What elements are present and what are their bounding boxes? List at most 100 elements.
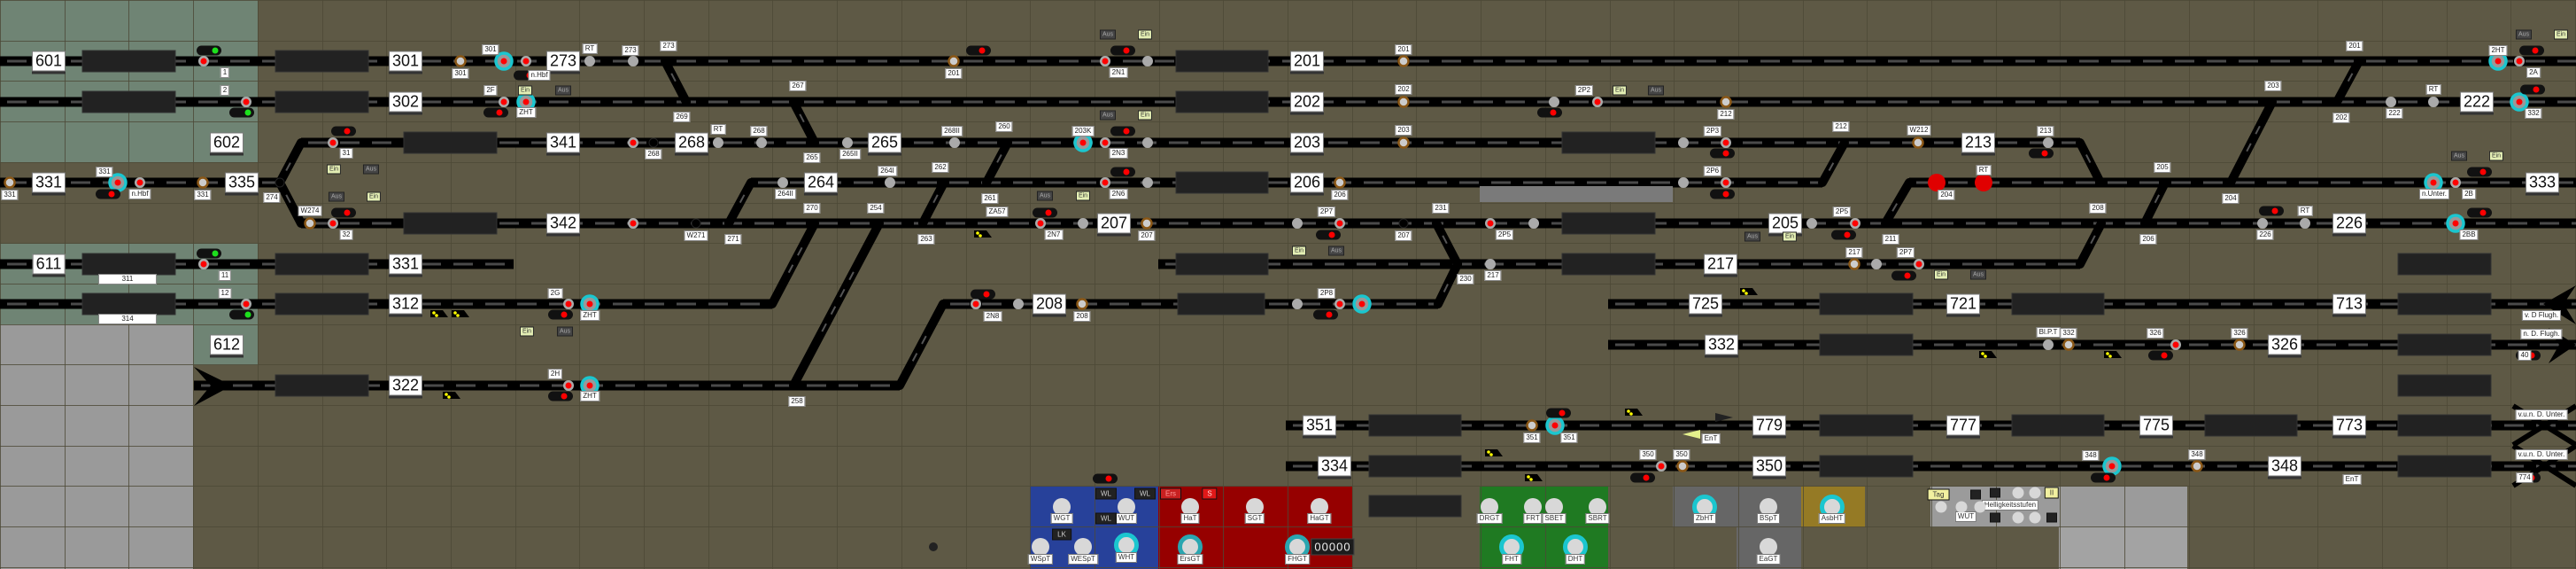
stop-signal-icon[interactable] (1975, 174, 1992, 191)
element-label[interactable]: 331 (96, 167, 113, 177)
signal-icon[interactable] (1549, 97, 1559, 107)
shunt-signal-icon[interactable] (548, 309, 573, 320)
element-label[interactable]: 217 (1845, 247, 1863, 258)
distant-signal-icon[interactable] (197, 176, 209, 189)
signal-icon[interactable] (2428, 97, 2439, 107)
distant-signal-icon[interactable] (4, 176, 16, 189)
brightness-button[interactable] (2029, 511, 2041, 524)
element-label[interactable]: EnT (1701, 433, 1721, 444)
element-label[interactable]: 2H (547, 369, 563, 379)
element-label[interactable]: n.Hbf (528, 70, 551, 81)
distant-signal-icon[interactable] (1397, 136, 1410, 149)
distant-signal-icon[interactable] (454, 55, 467, 67)
stop-signal-icon[interactable] (1928, 174, 1946, 191)
element-label[interactable]: v.u.n. D. Unter. (2515, 409, 2568, 420)
element-label[interactable]: 2A (2526, 67, 2541, 78)
track-number-label[interactable]: 602 (209, 132, 244, 153)
panel-button[interactable] (1074, 538, 1092, 556)
track-number-label[interactable]: 334 (1317, 456, 1352, 477)
element-label[interactable]: 2P8 (1317, 288, 1336, 299)
element-label[interactable]: 262 (932, 162, 949, 173)
element-label[interactable]: 203 (2264, 81, 2282, 91)
signal-icon[interactable] (949, 137, 960, 148)
element-label[interactable]: 270 (803, 203, 821, 214)
shunt-signal-icon[interactable] (2467, 167, 2492, 177)
signal-icon[interactable] (628, 56, 638, 66)
element-label[interactable]: 230 (1457, 274, 1474, 284)
panel-button[interactable] (1481, 498, 1498, 516)
track-number-label[interactable]: 611 (32, 253, 66, 275)
shunt-signal-icon[interactable] (1630, 472, 1655, 483)
element-label[interactable]: 213 (2037, 126, 2054, 136)
track-number-label[interactable]: 773 (2332, 415, 2367, 436)
shunt-signal-icon[interactable] (2520, 84, 2545, 95)
panel-tag[interactable]: Tag (1927, 488, 1950, 501)
element-label[interactable]: 332 (2525, 108, 2542, 119)
aus-toggle[interactable]: Aus (362, 164, 380, 175)
shunt-signal-icon[interactable] (2519, 45, 2544, 56)
panel-button[interactable] (1053, 498, 1071, 516)
element-label[interactable]: 231 (1432, 203, 1450, 214)
track-number-label[interactable]: 208 (1032, 293, 1067, 315)
distant-signal-icon[interactable] (1912, 136, 1924, 149)
element-label[interactable]: 331 (1, 190, 19, 200)
track-number-label[interactable]: 331 (31, 172, 66, 193)
element-label[interactable]: W274 (298, 206, 322, 216)
track-number-label[interactable]: 312 (388, 293, 423, 315)
aus-toggle[interactable]: Aus (2515, 29, 2533, 40)
element-label[interactable]: 11 (218, 270, 232, 281)
brightness-button[interactable] (2012, 487, 2024, 499)
element-label[interactable]: 2P5 (1495, 230, 1514, 240)
track-number-label[interactable]: 202 (1289, 91, 1325, 113)
distant-signal-icon[interactable] (1526, 419, 1538, 432)
element-label[interactable]: 301 (452, 68, 469, 79)
element-label[interactable]: RT (582, 43, 598, 54)
element-label[interactable]: 268 (750, 126, 768, 136)
brightness-button[interactable] (1974, 501, 1986, 513)
element-label[interactable]: 332 (2060, 328, 2077, 339)
element-label[interactable]: 208 (2089, 203, 2107, 214)
aus-toggle[interactable]: Aus (1327, 246, 1345, 256)
element-label[interactable]: ZHT (580, 391, 600, 401)
element-label[interactable]: 32 (339, 230, 353, 240)
track-number-label[interactable]: 207 (1096, 213, 1132, 234)
signal-icon[interactable] (777, 177, 788, 188)
ein-toggle[interactable]: Ein (517, 85, 533, 96)
distant-signal-icon[interactable] (1848, 258, 1860, 270)
element-label[interactable]: 211 (1882, 234, 1899, 245)
signal-icon[interactable] (1142, 56, 1153, 66)
panel-tag[interactable]: WL (1134, 487, 1156, 500)
distant-signal-icon[interactable] (948, 55, 960, 67)
track-number-label[interactable]: 333 (2525, 172, 2560, 193)
aus-toggle[interactable]: Aus (1969, 269, 1987, 280)
signal-icon[interactable] (1678, 177, 1689, 188)
track-number-label[interactable]: 341 (545, 132, 581, 153)
distant-signal-icon[interactable] (2191, 460, 2203, 472)
element-label[interactable]: 201 (945, 68, 963, 79)
element-label[interactable]: 348 (2082, 450, 2100, 461)
aus-toggle[interactable]: Aus (1036, 191, 1054, 201)
element-label[interactable]: 261 (981, 193, 999, 204)
distant-signal-icon[interactable] (1397, 96, 1410, 108)
element-label[interactable]: n. D. Flugh. (2520, 329, 2563, 339)
element-label[interactable]: 2 (220, 85, 230, 96)
track-number-label[interactable]: 226 (2332, 213, 2367, 234)
shunt-signal-icon[interactable] (1093, 473, 1118, 484)
track-number-label[interactable]: 268 (674, 132, 709, 153)
element-label[interactable]: 201 (2346, 41, 2363, 51)
track-number-label[interactable]: 332 (1704, 334, 1739, 355)
panel-tag[interactable]: II (2044, 487, 2060, 499)
panel-button[interactable] (1524, 498, 1542, 516)
ein-toggle[interactable]: Ein (1291, 246, 1307, 256)
element-label[interactable]: 258 (788, 396, 806, 407)
element-label[interactable]: ZA57 (986, 207, 1009, 217)
distant-signal-icon[interactable] (2062, 339, 2075, 351)
element-label[interactable]: 273 (622, 45, 639, 56)
ein-toggle[interactable]: Ein (1782, 231, 1798, 242)
brightness-button[interactable] (1935, 501, 1947, 513)
element-label[interactable]: 40 (2518, 350, 2532, 361)
panel-button[interactable] (1589, 498, 1606, 516)
track-number-label[interactable]: 222 (2459, 91, 2495, 113)
shunt-signal-icon[interactable] (1033, 207, 1057, 218)
signal-icon[interactable] (1078, 218, 1088, 229)
